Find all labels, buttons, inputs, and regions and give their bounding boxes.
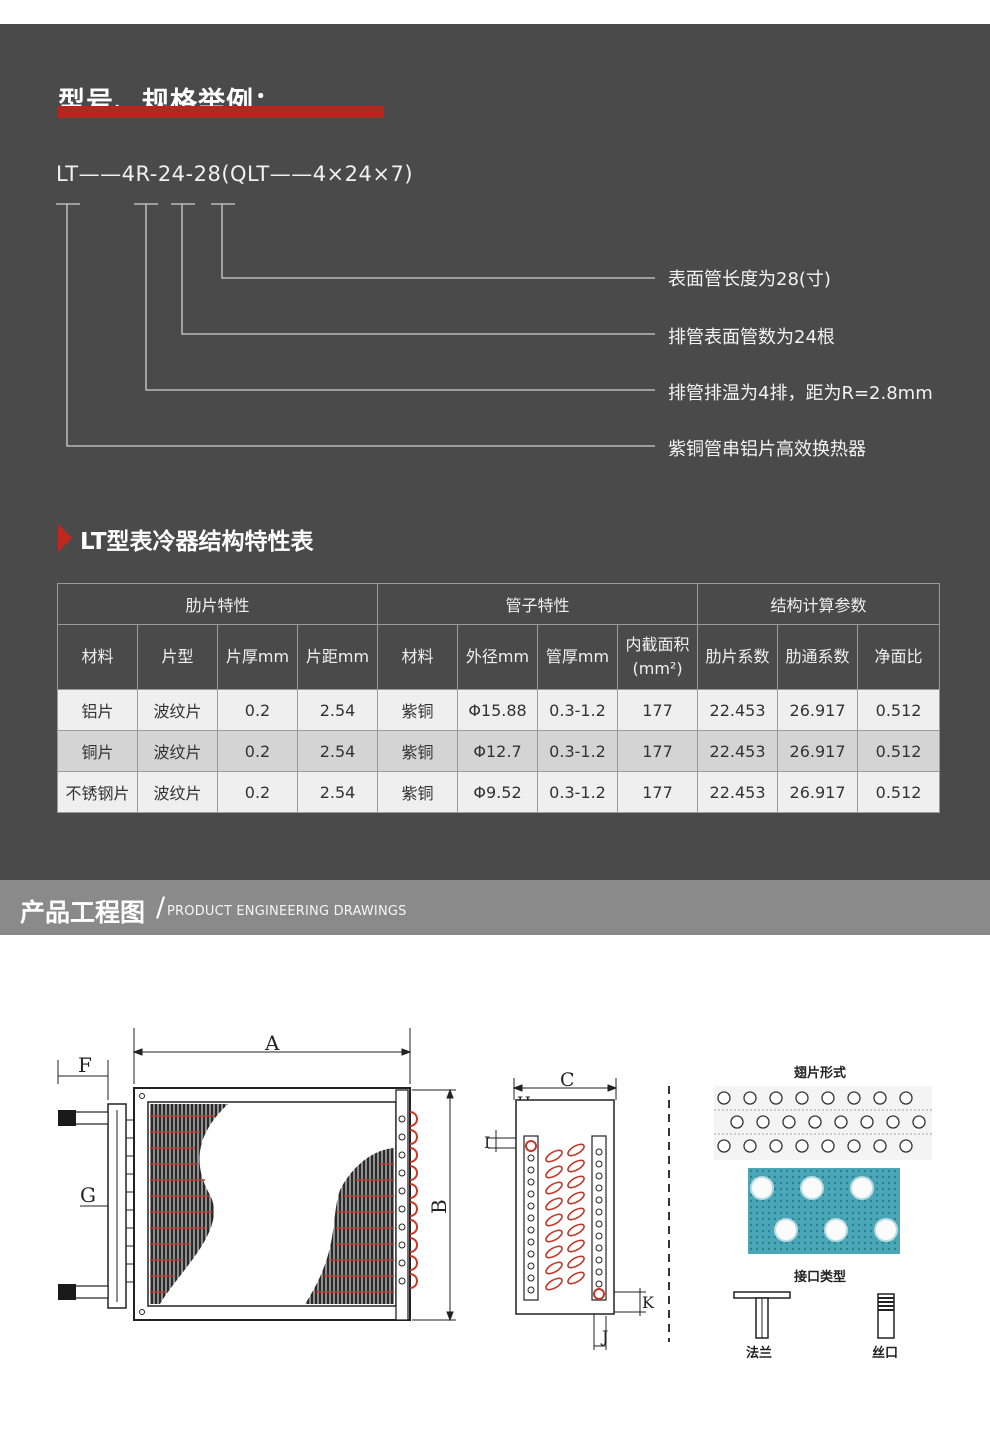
legend-product-type: 紫铜管串铝片高效换热器 — [668, 439, 866, 460]
table-cell: Φ12.7 — [457, 730, 539, 772]
table-cell: 0.512 — [857, 689, 941, 731]
table-cell: 0.2 — [217, 730, 298, 772]
table-cell: 2.54 — [296, 771, 379, 813]
table-cell: 26.917 — [777, 771, 859, 813]
dim-label-J: J — [600, 1327, 608, 1346]
column-header: 肋片系数 — [697, 624, 779, 690]
table-cell: 22.453 — [697, 689, 779, 731]
dim-label-C: C — [560, 1069, 575, 1091]
fin-photo — [748, 1168, 900, 1254]
table-cell: Φ9.52 — [457, 771, 539, 813]
table-cell: 26.917 — [777, 730, 859, 772]
side-view-drawing: C H I K J — [484, 1069, 655, 1350]
title-underline — [58, 106, 384, 118]
table-cell: 铜片 — [57, 730, 138, 772]
dim-label-K: K — [642, 1293, 655, 1312]
flange-connector-icon — [733, 1291, 791, 1339]
table-cell: 177 — [617, 730, 699, 772]
legend-tube-count: 排管表面管数为24根 — [668, 327, 835, 348]
column-header-inner-area: 内截面积 (mm²) — [617, 624, 699, 690]
dim-label-A: A — [264, 1031, 280, 1055]
table-title: LT型表冷器结构特性表 — [80, 529, 314, 555]
column-header: 肋通系数 — [777, 624, 859, 690]
fin-form-caption: 翅片形式 — [794, 1066, 847, 1081]
table-cell: 波纹片 — [137, 771, 218, 813]
dashed-divider — [668, 1086, 670, 1342]
dim-label-B: B — [427, 1199, 451, 1214]
thread-connector-icon — [877, 1293, 895, 1339]
table-cell: 26.917 — [777, 689, 859, 731]
group-tube: 管子特性 — [377, 583, 699, 625]
column-header: 片型 — [137, 624, 218, 690]
table-cell: 0.3-1.2 — [537, 730, 619, 772]
table-cell: Φ15.88 — [457, 689, 539, 731]
legend-row-count: 排管排温为4排，距为R=2.8mm — [668, 383, 933, 404]
table-cell: 2.54 — [296, 730, 379, 772]
column-header: 片距mm — [296, 624, 379, 690]
table-cell: 铝片 — [57, 689, 138, 731]
legend-tube-length: 表面管长度为28(寸) — [668, 269, 831, 290]
column-header: 片厚mm — [217, 624, 298, 690]
table-cell: 紫铜 — [377, 730, 459, 772]
dim-label-G: G — [80, 1183, 96, 1207]
table-cell: 2.54 — [296, 689, 379, 731]
table-cell: 紫铜 — [377, 689, 459, 731]
table-cell: 177 — [617, 771, 699, 813]
group-fin: 肋片特性 — [56, 583, 379, 625]
section-slash: / — [156, 892, 166, 923]
flange-caption: 法兰 — [746, 1346, 773, 1361]
section-subtitle: PRODUCT ENGINEERING DRAWINGS — [167, 904, 407, 919]
table-cell: 177 — [617, 689, 699, 731]
table-row: 铜片 波纹片 0.2 2.54 紫铜 Φ12.7 0.3-1.2 177 22.… — [57, 730, 941, 772]
table-row: 铝片 波纹片 0.2 2.54 紫铜 Φ15.88 0.3-1.2 177 22… — [57, 689, 941, 731]
table-cell: 0.3-1.2 — [537, 771, 619, 813]
column-header: 管厚mm — [537, 624, 619, 690]
front-view-drawing: A F G B — [57, 1028, 456, 1322]
inner-area-unit: (mm²) — [632, 659, 683, 678]
group-calc: 结构计算参数 — [697, 583, 941, 625]
table-cell: 0.512 — [857, 771, 941, 813]
table-cell: 0.2 — [217, 689, 298, 731]
spec-table: 肋片特性 管子特性 结构计算参数 材料 片型 片厚mm 片距mm 材料 外径mm… — [56, 583, 941, 813]
column-header: 净面比 — [857, 624, 941, 690]
section-title: 产品工程图 — [20, 898, 146, 927]
connector-type-caption: 接口类型 — [794, 1270, 847, 1285]
top-margin — [0, 0, 990, 24]
table-cell: 0.512 — [857, 730, 941, 772]
column-header: 材料 — [377, 624, 459, 690]
table-cell: 波纹片 — [137, 689, 218, 731]
table-cell: 0.2 — [217, 771, 298, 813]
triangle-arrow-icon — [58, 524, 72, 552]
model-code-callouts — [56, 203, 655, 447]
dim-label-I: I — [484, 1133, 490, 1152]
model-code: LT——4R-24-28(QLT——4×24×7) — [56, 162, 414, 186]
column-header: 外径mm — [457, 624, 539, 690]
thread-caption: 丝口 — [872, 1346, 899, 1361]
table-cell: 22.453 — [697, 771, 779, 813]
table-cell: 紫铜 — [377, 771, 459, 813]
section-band — [0, 880, 990, 935]
table-cell: 0.3-1.2 — [537, 689, 619, 731]
fin-form-pattern — [714, 1086, 932, 1160]
table-cell: 不锈钢片 — [57, 771, 138, 813]
table-cell: 22.453 — [697, 730, 779, 772]
inner-area-label: 内截面积 — [625, 635, 690, 654]
column-header: 材料 — [57, 624, 138, 690]
table-row: 不锈钢片 波纹片 0.2 2.54 紫铜 Φ9.52 0.3-1.2 177 2… — [57, 771, 941, 813]
dim-label-F: F — [78, 1053, 92, 1077]
table-cell: 波纹片 — [137, 730, 218, 772]
